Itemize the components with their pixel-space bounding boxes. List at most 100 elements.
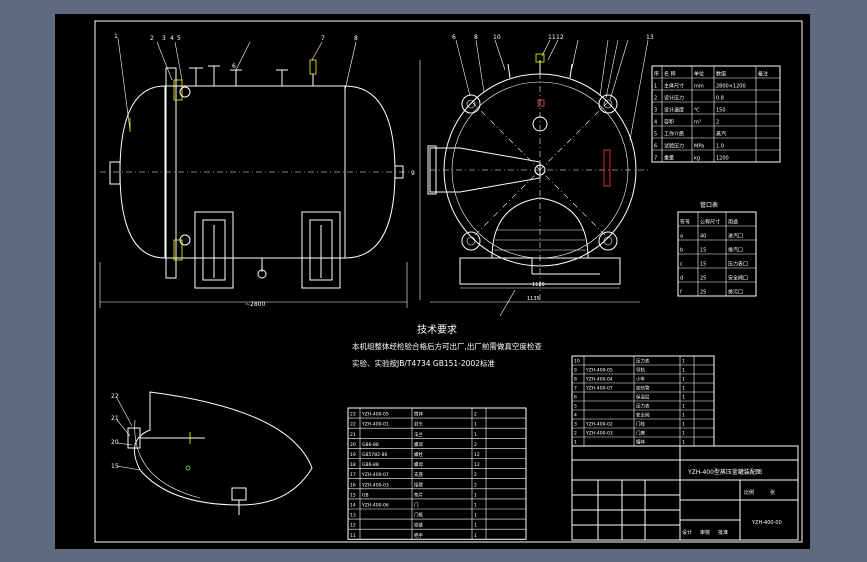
bom-left-cell: 支座 [414, 471, 423, 478]
detail-part-15: 15 [111, 463, 119, 470]
bom-left-cell: 16 [350, 482, 356, 488]
param-cell: 2 [654, 96, 657, 102]
bom-left-cell: GB5782-86 [362, 452, 388, 458]
bom-right-cell: 2 [574, 431, 577, 437]
bom-left-cell: 11 [350, 533, 356, 539]
bom-left-cell: 把手 [414, 532, 423, 539]
nozzle-cell: 排汽口 [728, 247, 743, 254]
side-view-part-numbers: 6 8 10 11 12 13 [452, 34, 654, 41]
bom-left-cell: GB6-88 [362, 442, 379, 448]
bom-left-cell: 23 [350, 412, 356, 418]
bom-right-cell: YZH-400-04 [585, 377, 613, 383]
nozzle-cell: 安全阀口 [728, 275, 748, 282]
bom-right-cell: 导轨 [636, 367, 645, 374]
nozzle-cell: 40 [700, 234, 706, 240]
bom-right-cell: 1 [682, 431, 685, 437]
bom-right-cell: 小车 [636, 376, 645, 383]
bom-left-cell: 19 [350, 452, 356, 458]
bom-left-cell: 17 [350, 472, 356, 478]
param-cell: 1200 [716, 156, 729, 162]
bom-left-cell: 20 [350, 442, 356, 448]
bom-right-cell: 4 [574, 413, 577, 419]
bom-left-cell: 铰链 [414, 522, 423, 529]
bom-left-cell: 1 [474, 533, 477, 539]
bom-right-cell: 1 [574, 440, 577, 446]
bom-right-cell: YZH-400-03 [585, 431, 613, 437]
bom-left-cell: 12 [350, 523, 356, 529]
side-view [419, 39, 650, 317]
bom-right-cell: 10 [574, 359, 580, 365]
part-no-8-side: 8 [474, 34, 478, 41]
bom-right-cell: 6 [574, 395, 577, 401]
bom-right-cell: 安全阀 [636, 412, 650, 419]
bom-left-cell: 1 [474, 422, 477, 428]
bom-left-cell: 2 [474, 412, 477, 418]
part-no-10-side: 10 [493, 34, 501, 41]
bom-left-cell: 螺母 [414, 441, 423, 448]
param-cell: 2 [716, 120, 719, 126]
tech-req-title: 技术要求 [417, 323, 457, 336]
bom-left-cell: 封头 [414, 421, 423, 428]
nozzle-cell: 用途 [728, 219, 738, 226]
bom-left-cell: 2 [474, 442, 477, 448]
nozzle-cell: 进汽口 [728, 233, 743, 240]
bom-left-cell: 1 [474, 432, 477, 438]
param-cell: 蒸汽 [716, 131, 726, 138]
bom-left-cell: 1 [474, 513, 477, 519]
param-cell: 名 称 [664, 71, 676, 78]
bom-left-cell: 螺母 [414, 461, 423, 468]
bom-left-cell: 15 [350, 492, 356, 498]
nozzle-cell: d [680, 276, 683, 282]
bom-left-cell: 2 [474, 482, 477, 488]
title-block [571, 445, 799, 541]
bom-right-cell: 加热管 [636, 385, 650, 392]
nozzle-cell: 符号 [680, 219, 690, 226]
bom-left-cell: YZH-400-07 [361, 472, 389, 478]
bom-right-cell: YZH-400-05 [585, 368, 613, 374]
dim-width-2: 1120 [532, 282, 545, 288]
bom-right-cell: 1 [682, 413, 685, 419]
nozzle-cell: 压力表口 [728, 261, 748, 268]
bom-left-cell: YZH-400-05 [361, 412, 389, 418]
part-no-6-side: 6 [452, 34, 456, 41]
nozzle-cell: 25 [700, 290, 706, 296]
part-no-6: 6 [232, 63, 236, 70]
part-no-13-side: 13 [646, 34, 654, 41]
nozzle-table-title: 管口表 [700, 201, 718, 209]
drawing-frame [94, 20, 803, 543]
bom-left-cell: 门框 [414, 512, 423, 519]
param-cell: ℃ [694, 108, 700, 114]
param-cell: 单位 [694, 71, 704, 78]
bom-right-cell: 保温层 [636, 394, 650, 401]
param-cell: MPa [694, 144, 704, 150]
bom-left-cell: YZH-400-06 [361, 503, 389, 509]
bom-right-cell: YZH-400-02 [585, 422, 613, 428]
bom-right-cell: 门栓 [636, 421, 645, 428]
param-cell: mm [694, 84, 704, 90]
bom-left-cell: 12 [474, 452, 480, 458]
nozzle-cell: 25 [700, 276, 706, 282]
bom-left-cell: 12 [474, 462, 480, 468]
bom-right-cell: 3 [574, 422, 577, 428]
param-cell: 主体尺寸 [664, 83, 684, 90]
part-no-4: 4 [170, 35, 174, 42]
nozzle-cell: 15 [700, 262, 706, 268]
param-cell: 备注 [758, 71, 768, 78]
param-cell: 试验压力 [664, 143, 684, 150]
bom-right-cell: 1 [682, 377, 685, 383]
bom-left-cell: 13 [350, 513, 356, 519]
detail-part-21: 21 [111, 415, 119, 422]
part-no-8: 8 [354, 35, 358, 42]
drawing-name: YZH-400型蒸压釜罐装配图 [687, 468, 762, 476]
bom-right-cell: 1 [682, 386, 685, 392]
part-no-5: 5 [177, 35, 181, 42]
param-cell: 1 [654, 84, 657, 90]
nozzle-cell: 公称尺寸 [700, 219, 720, 226]
param-cell: 1.0 [716, 144, 724, 150]
bom-left-cell: GB6-88 [362, 462, 379, 468]
detail-part-20: 20 [111, 439, 119, 446]
bom-left-cell: 1 [474, 492, 477, 498]
front-view-part-numbers: 1 2 3 4 5 6 7 8 9 [114, 33, 415, 177]
param-cell: 工作介质 [664, 131, 684, 138]
